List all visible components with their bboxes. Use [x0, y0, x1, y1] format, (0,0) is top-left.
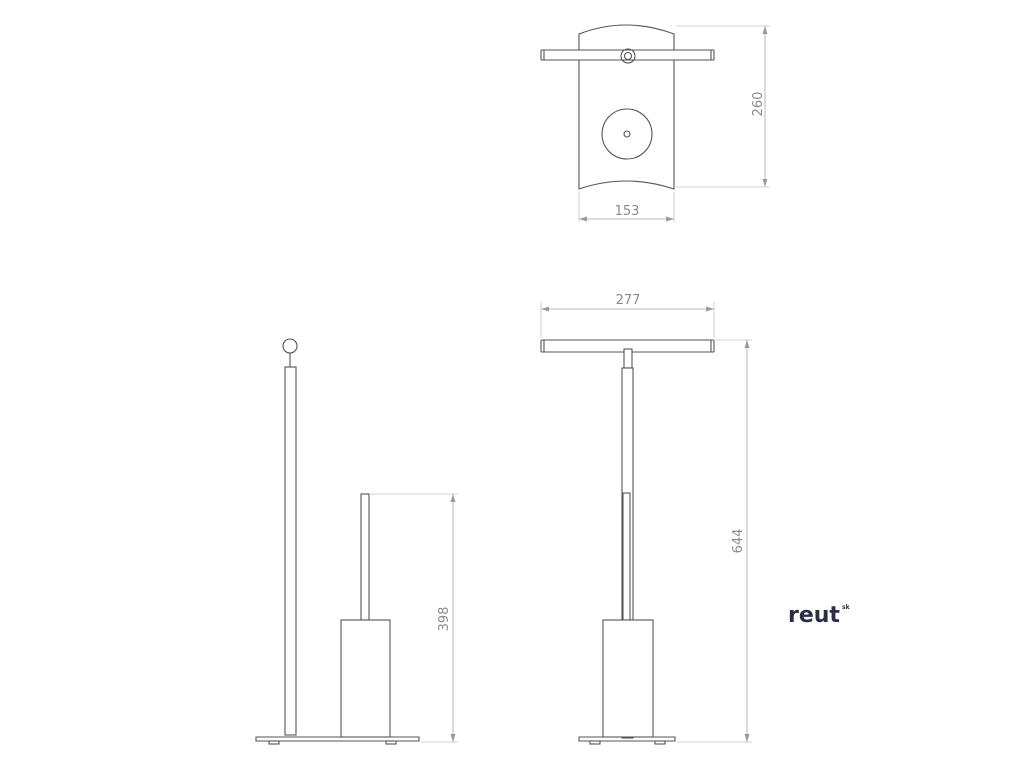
- dimension-front-height: 644: [677, 339, 752, 743]
- side-view-main-pole: [284, 366, 297, 736]
- front-view-pole-connector: [623, 348, 633, 369]
- dimension-brush-height-label: 398: [437, 607, 452, 632]
- front-view-foot-left: [589, 740, 601, 745]
- top-view-base-plate: [578, 24, 675, 190]
- dimension-top-height: 260: [676, 25, 770, 188]
- front-view-foot-right: [654, 740, 666, 745]
- side-view-foot-right: [385, 740, 397, 745]
- front-view-base-plate: [578, 736, 676, 742]
- top-view-brush-handle: [623, 130, 631, 138]
- front-view-brush-handle: [622, 492, 631, 621]
- side-view-brush-handle: [360, 493, 370, 621]
- top-view-pole-outer: [620, 48, 636, 64]
- logo-suffix: sk: [842, 604, 851, 611]
- top-view-brush-cup: [601, 108, 653, 160]
- dimension-top-width: 153: [578, 192, 675, 222]
- reut-logo: reut sk: [788, 603, 851, 628]
- top-view-roll-bar: [540, 49, 715, 61]
- side-view-base-plate: [255, 736, 420, 742]
- dimension-top-width-label: 153: [615, 204, 640, 219]
- top-view: 260 153: [540, 24, 770, 222]
- side-view: 398: [255, 338, 458, 745]
- dimension-brush-height: 398: [371, 493, 458, 743]
- logo-wordmark: reut: [788, 603, 840, 628]
- dimension-front-width-label: 277: [616, 293, 641, 308]
- dimension-top-height-label: 260: [751, 92, 766, 117]
- dimension-front-width: 277: [540, 293, 715, 338]
- front-view-brush-cup: [602, 619, 654, 738]
- side-view-finial-knob: [282, 338, 298, 354]
- front-view: 277 644: [540, 293, 752, 745]
- top-view-pole-inner: [623, 51, 633, 61]
- side-view-brush-cup: [340, 619, 391, 738]
- side-view-foot-left: [268, 740, 280, 745]
- dimension-front-height-label: 644: [731, 529, 746, 554]
